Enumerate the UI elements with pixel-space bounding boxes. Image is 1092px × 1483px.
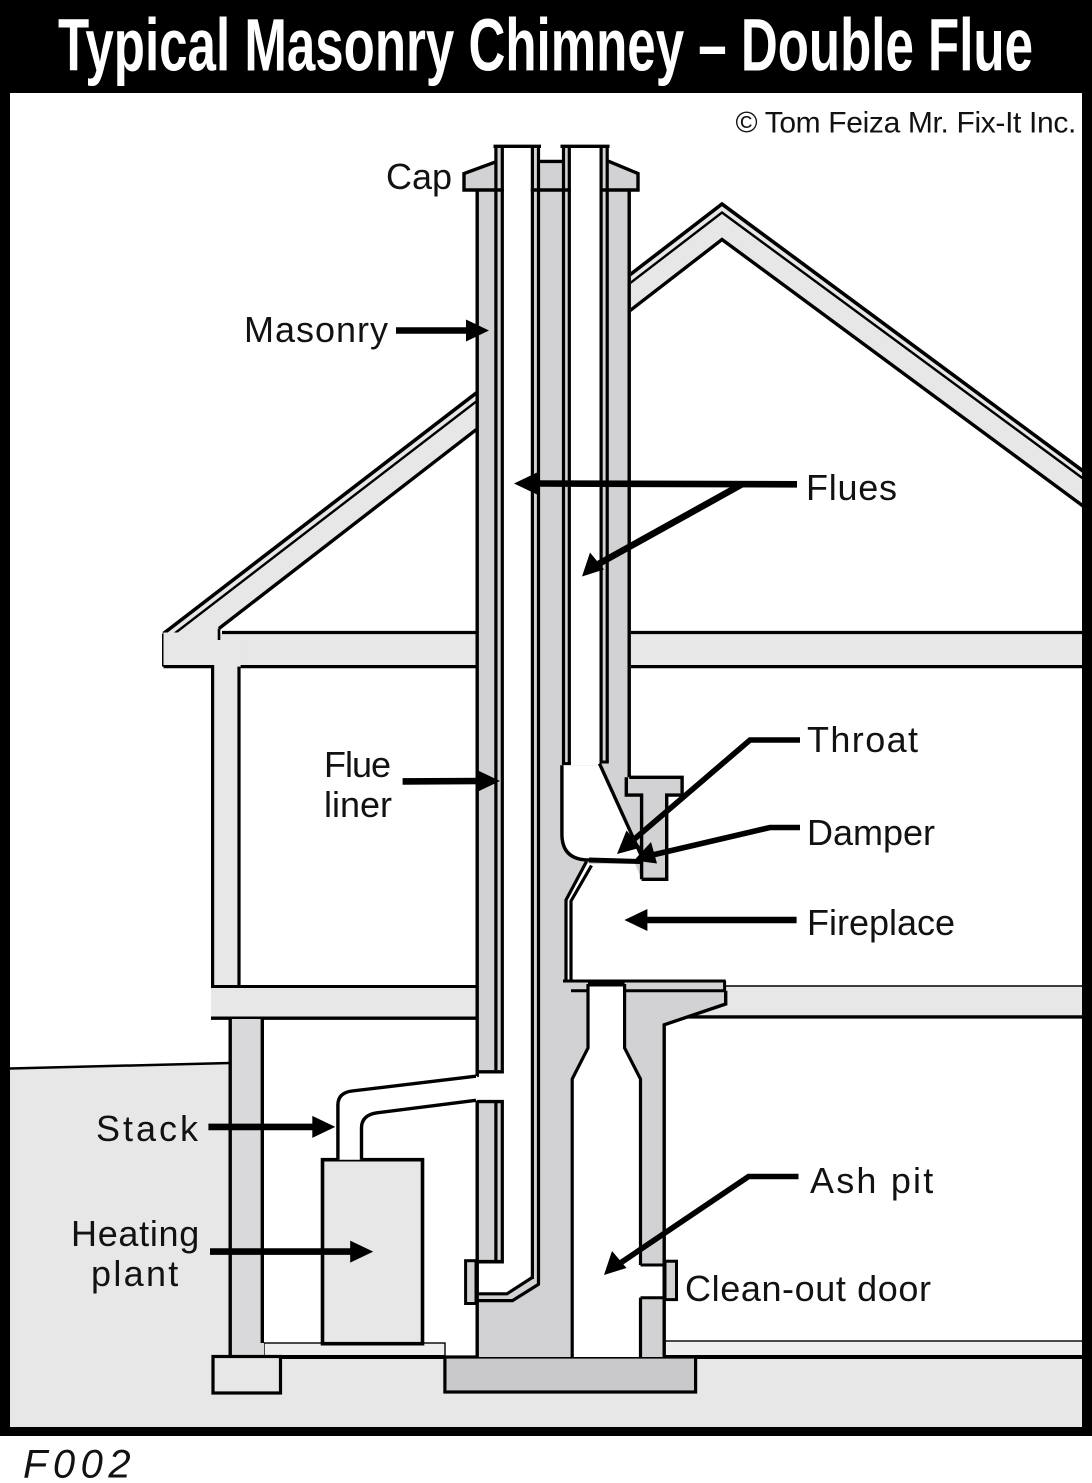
svg-text:plant: plant (91, 1253, 181, 1294)
svg-text:Cap: Cap (386, 156, 452, 197)
svg-text:Flue: Flue (324, 744, 390, 785)
svg-text:Typical Masonry Chimney – Doub: Typical Masonry Chimney – Double Flue (58, 4, 1033, 87)
svg-text:Flues: Flues (806, 467, 898, 508)
svg-text:Masonry: Masonry (244, 309, 389, 350)
svg-text:Clean-out door: Clean-out door (685, 1268, 932, 1309)
svg-text:© Tom Feiza Mr. Fix-It Inc.: © Tom Feiza Mr. Fix-It Inc. (736, 107, 1077, 140)
svg-text:Heating: Heating (71, 1213, 200, 1254)
svg-text:Damper: Damper (807, 812, 935, 853)
svg-text:F002: F002 (23, 1443, 136, 1483)
svg-text:Fireplace: Fireplace (807, 902, 955, 943)
svg-text:Throat: Throat (807, 719, 919, 760)
svg-text:Ash pit: Ash pit (810, 1160, 935, 1201)
svg-text:liner: liner (324, 784, 392, 825)
svg-text:Stack: Stack (96, 1108, 201, 1149)
